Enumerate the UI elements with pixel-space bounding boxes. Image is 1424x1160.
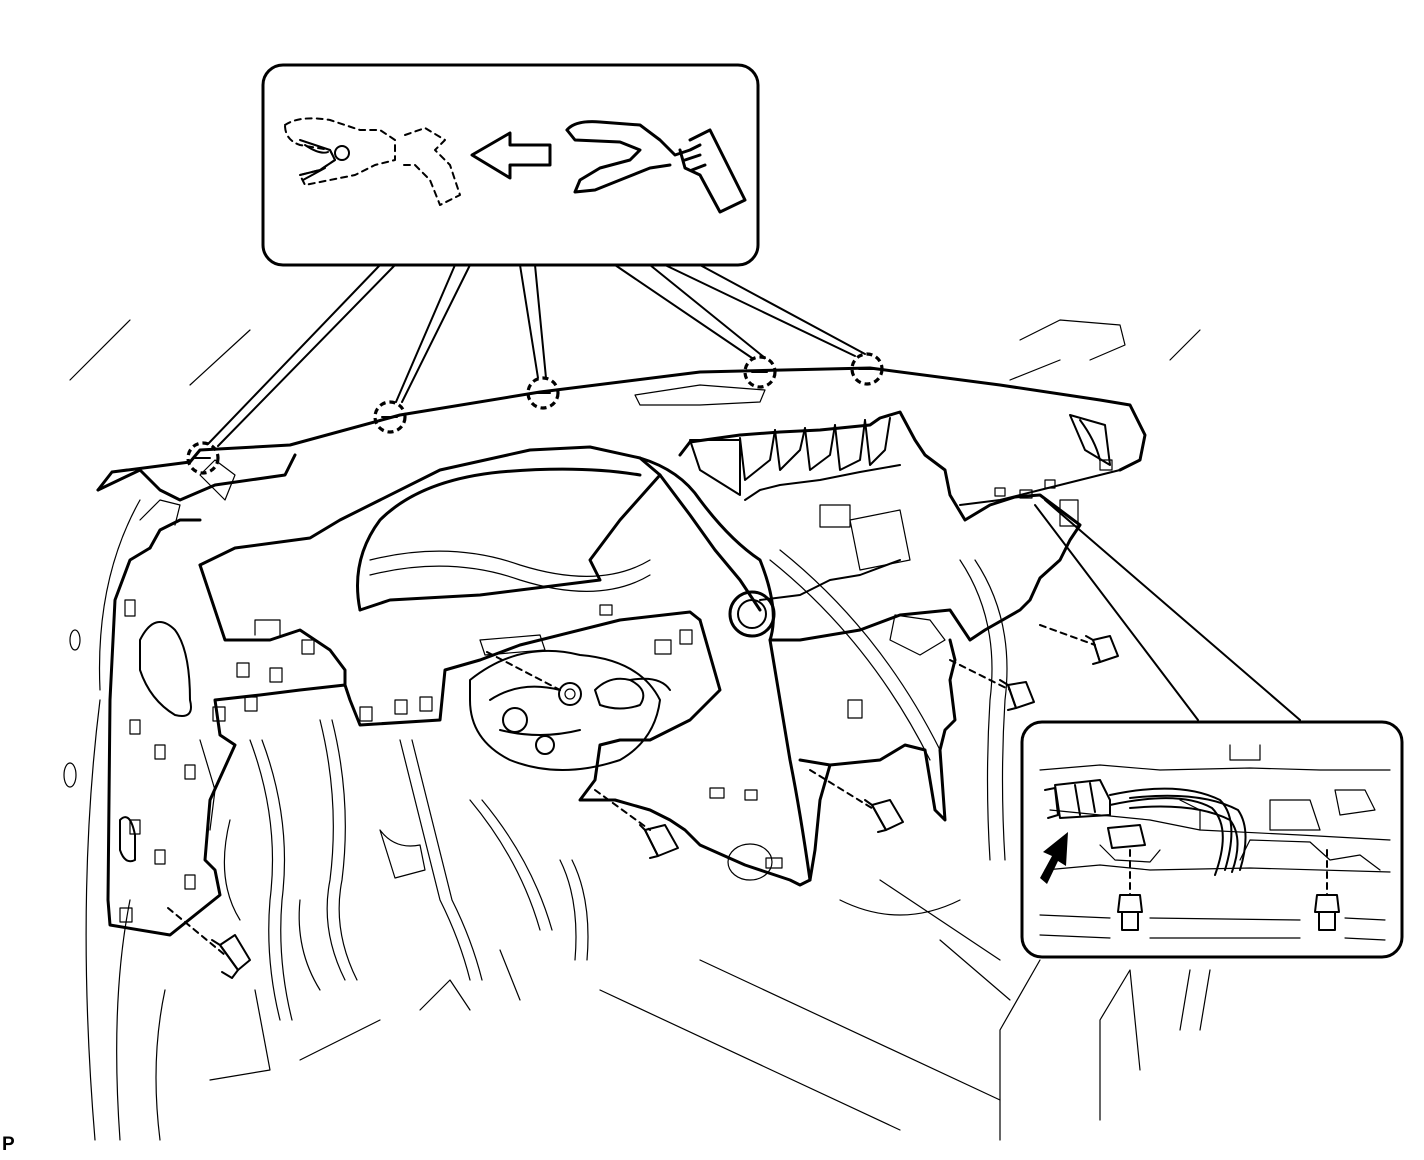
inset-leader-lines: [1034, 499, 1301, 721]
clip-markers: [186, 352, 884, 475]
bolt-icon: [949, 659, 1035, 711]
clip-marker: [526, 376, 560, 410]
bolt-icon: [1314, 849, 1340, 931]
air-duct-vents: [689, 414, 1111, 496]
bolt-icon: [1117, 849, 1143, 931]
clip-marker: [743, 355, 777, 389]
bolt-icon: [809, 769, 904, 833]
figure-code-label: P: [2, 1134, 15, 1155]
arrow-up-icon: [1040, 832, 1068, 884]
connector-detail-callout: [1020, 720, 1404, 959]
clip-marker: [186, 441, 220, 475]
bolt-icon: [594, 789, 679, 859]
bolt-icon: [1039, 624, 1119, 665]
bracket-details: [119, 384, 1113, 923]
clip-detail-callout: [261, 63, 760, 267]
bolts: [167, 624, 1119, 979]
clip-remover-tool-icon: [565, 120, 747, 214]
bolt-icon: [167, 907, 251, 979]
vehicle-body-lines: [63, 319, 1211, 1141]
connector-icon: [1044, 779, 1247, 876]
clip-marker: [850, 352, 884, 386]
clip-marker: [373, 400, 407, 434]
callout-leader-lines: [207, 264, 866, 447]
clip-removed-icon: [284, 117, 461, 206]
arrow-left-icon: [470, 131, 552, 180]
wire-harness: [199, 549, 1008, 1021]
reinforcement-frame: [96, 366, 1147, 937]
nut-icon: [486, 651, 582, 706]
steering-column: [469, 649, 671, 771]
